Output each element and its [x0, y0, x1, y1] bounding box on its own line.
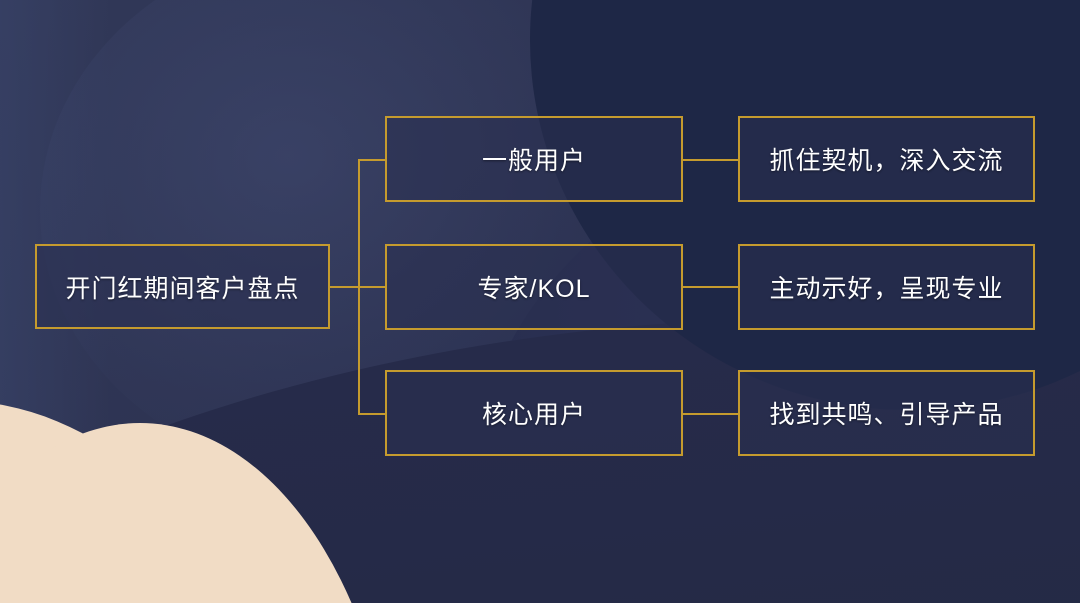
connector-root-stub — [330, 286, 360, 288]
connector-bus-to-mid-1 — [358, 159, 387, 161]
node-category-1-label: 一般用户 — [481, 147, 586, 175]
connector-mid-1-to-leaf-1 — [683, 159, 740, 161]
connector-bus-to-mid-2 — [358, 286, 387, 288]
node-action-2-label: 主动示好，呈现专业 — [769, 275, 1004, 303]
connector-bus-to-mid-3 — [358, 413, 387, 415]
node-category-3-label: 核心用户 — [481, 401, 586, 429]
node-action-3[interactable]: 找到共鸣、引导产品 — [738, 370, 1035, 456]
node-action-1-label: 抓住契机，深入交流 — [769, 147, 1004, 175]
node-category-3[interactable]: 核心用户 — [385, 370, 683, 456]
node-action-3-label: 找到共鸣、引导产品 — [769, 401, 1004, 429]
node-category-2[interactable]: 专家/KOL — [385, 244, 683, 330]
connector-mid-2-to-leaf-2 — [683, 286, 740, 288]
node-category-1[interactable]: 一般用户 — [385, 116, 683, 202]
background-circle-top-right — [530, 0, 1080, 410]
connector-mid-3-to-leaf-3 — [683, 413, 740, 415]
background-beige-bottom-left-2 — [0, 423, 400, 603]
background-beige-bottom-left — [0, 400, 230, 603]
node-category-2-label: 专家/KOL — [477, 275, 591, 303]
node-action-1[interactable]: 抓住契机，深入交流 — [738, 116, 1035, 202]
node-root[interactable]: 开门红期间客户盘点 — [35, 244, 330, 329]
node-action-2[interactable]: 主动示好，呈现专业 — [738, 244, 1035, 330]
node-root-label: 开门红期间客户盘点 — [65, 274, 300, 303]
